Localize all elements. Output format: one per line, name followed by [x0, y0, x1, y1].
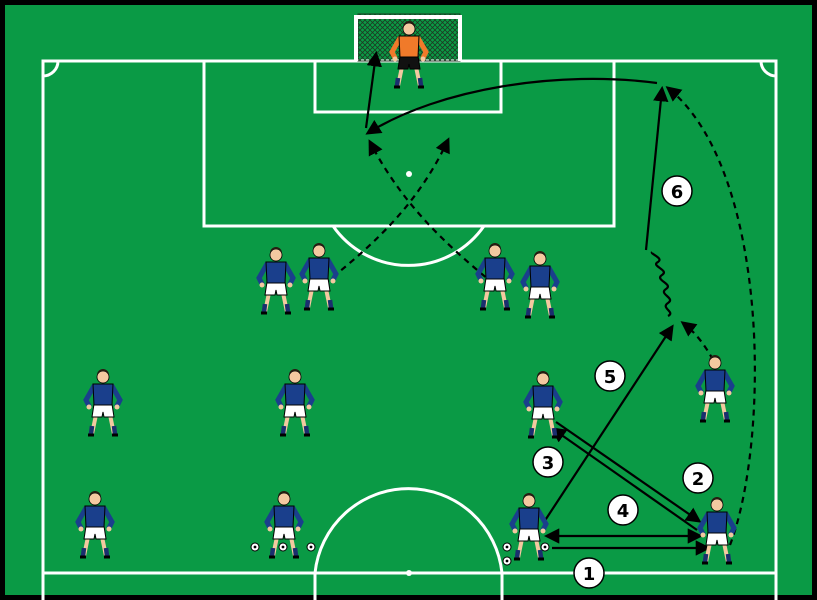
players-layer [75, 21, 737, 565]
step-labels: 1 2 3 4 5 6 [532, 175, 714, 589]
run-arrow-6 [644, 85, 669, 251]
ball-icon-5 [502, 556, 512, 566]
player-icon-10 [264, 491, 304, 559]
penalty-arc [331, 225, 486, 267]
player-icon-8 [695, 355, 735, 423]
center-spot [406, 570, 412, 576]
player-icon-7 [523, 371, 563, 439]
pass-arrow-5 [543, 324, 674, 523]
movement-lines [364, 50, 712, 556]
ball-icon-1 [250, 542, 260, 552]
player-icon-2 [299, 243, 339, 311]
goal-frame [354, 15, 462, 61]
step-label-2-text: 2 [692, 469, 705, 490]
step-label-1: 1 [573, 557, 605, 589]
center-circle [313, 487, 504, 600]
dribble-line [650, 250, 672, 317]
dashed-runs [323, 86, 756, 546]
step-label-4: 4 [607, 494, 639, 526]
player-icon-5 [83, 369, 123, 437]
corner-arc-right [759, 60, 777, 78]
player-icon-12 [697, 497, 737, 565]
step-label-6-text: 6 [671, 182, 684, 203]
step-label-3-text: 3 [542, 453, 555, 474]
step-label-6: 6 [661, 175, 693, 207]
cross-arrow [365, 77, 658, 135]
player-icon-9 [75, 491, 115, 559]
cross-run-right [323, 137, 450, 285]
step-label-1-text: 1 [583, 564, 596, 585]
ball-icon-6 [540, 542, 550, 552]
step-label-2: 2 [682, 462, 714, 494]
overlap-run [665, 86, 756, 546]
corner-arc-left [42, 60, 60, 78]
balls-layer [250, 542, 550, 566]
step-label-3: 3 [532, 446, 564, 478]
ball-icon-4 [502, 542, 512, 552]
player-icon-4 [520, 251, 560, 319]
penalty-spot [406, 171, 412, 177]
shot-arrow [364, 50, 382, 129]
step-label-4-text: 4 [617, 501, 630, 522]
player-icon-3 [475, 243, 515, 311]
cross-run-left [368, 139, 495, 285]
pass-arrow-2 [555, 421, 702, 523]
support-run [680, 321, 714, 361]
pass-arrow-3 [550, 427, 698, 531]
player-icon-1 [256, 247, 296, 315]
step-label-5-text: 5 [604, 367, 617, 388]
ball-icon-3 [306, 542, 316, 552]
player-icon-6 [275, 369, 315, 437]
ball-icon-2 [278, 542, 288, 552]
step-label-5: 5 [594, 360, 626, 392]
player-icon-11 [509, 493, 549, 561]
goalkeeper-icon [389, 21, 429, 89]
